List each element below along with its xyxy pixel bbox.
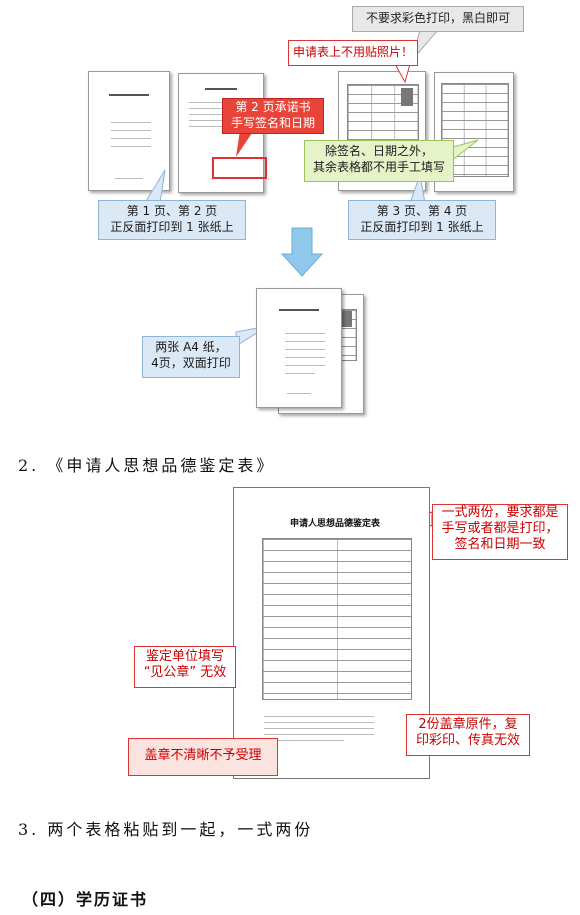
callout-pages-3-4: 第 3 页、第 4 页 正反面打印到 1 张纸上 (348, 200, 496, 240)
callout-two-a4-line2: 4页，双面打印 (151, 356, 231, 370)
callout-page2-sign: 第 2 页承诺书 手写签名和日期 (222, 98, 324, 134)
callout-pages-1-2-line2: 正反面打印到 1 张纸上 (110, 220, 234, 234)
callout-unit-fill: 鉴定单位填写 “见公章” 无效 (134, 646, 236, 688)
down-arrow-icon (280, 227, 324, 277)
callout-pages-3-4-line2: 正反面打印到 1 张纸上 (360, 220, 484, 234)
callout-pages-1-2: 第 1 页、第 2 页 正反面打印到 1 张纸上 (98, 200, 246, 240)
callout-except-sign-line2: 其余表格都不用手工填写 (312, 160, 445, 174)
form-page-4 (434, 72, 514, 192)
callout-two-copies: 一式两份，要求都是 手写或者都是打印， 签名和日期一致 (432, 504, 568, 560)
callout-two-copies-line2: 手写或者都是打印， (441, 521, 559, 536)
section-4-heading: （四）学历证书 (22, 890, 149, 909)
section-2-heading: 2. 《申请人思想品德鉴定表》 (18, 456, 276, 475)
callout-two-a4-line1: 两张 A4 纸， (155, 340, 227, 354)
callout-original-stamp-line1: 2份盖章原件，复 (418, 717, 518, 732)
callout-two-copies-line1: 一式两份，要求都是 (441, 505, 559, 520)
callout-stamp-unclear: 盖章不清晰不予受理 (128, 738, 278, 776)
callout-no-photo: 申请表上不用贴照片！ (288, 40, 418, 66)
callout-page2-sign-line2: 手写签名和日期 (230, 116, 315, 130)
signature-highlight-box (212, 157, 267, 179)
callout-pages-1-2-line1: 第 1 页、第 2 页 (126, 204, 218, 218)
callout-except-sign: 除签名、日期之外， 其余表格都不用手工填写 (304, 140, 454, 182)
callout-unit-fill-line1: 鉴定单位填写 (145, 649, 224, 664)
callout-no-color: 不要求彩色打印，黑白即可 (352, 6, 524, 32)
callout-original-stamp-line2: 印彩印、传真无效 (415, 733, 520, 748)
evaluation-form-page: 申请人思想品德鉴定表 (233, 487, 430, 779)
section-3-heading: 3. 两个表格粘贴到一起，一式两份 (18, 820, 314, 839)
callout-two-copies-line3: 签名和日期一致 (454, 537, 546, 552)
callout-page2-sign-line1: 第 2 页承诺书 (235, 100, 311, 114)
callout-pages-3-4-line1: 第 3 页、第 4 页 (376, 204, 468, 218)
form-page-1 (88, 71, 170, 191)
evaluation-form-title: 申请人思想品德鉴定表 (290, 519, 381, 529)
callout-original-stamp: 2份盖章原件，复 印彩印、传真无效 (406, 714, 530, 756)
combined-page-front (256, 288, 342, 408)
callout-except-sign-line1: 除签名、日期之外， (324, 144, 433, 158)
callout-two-a4: 两张 A4 纸， 4页，双面打印 (142, 336, 240, 378)
callout-unit-fill-line2: “见公章” 无效 (143, 665, 227, 680)
